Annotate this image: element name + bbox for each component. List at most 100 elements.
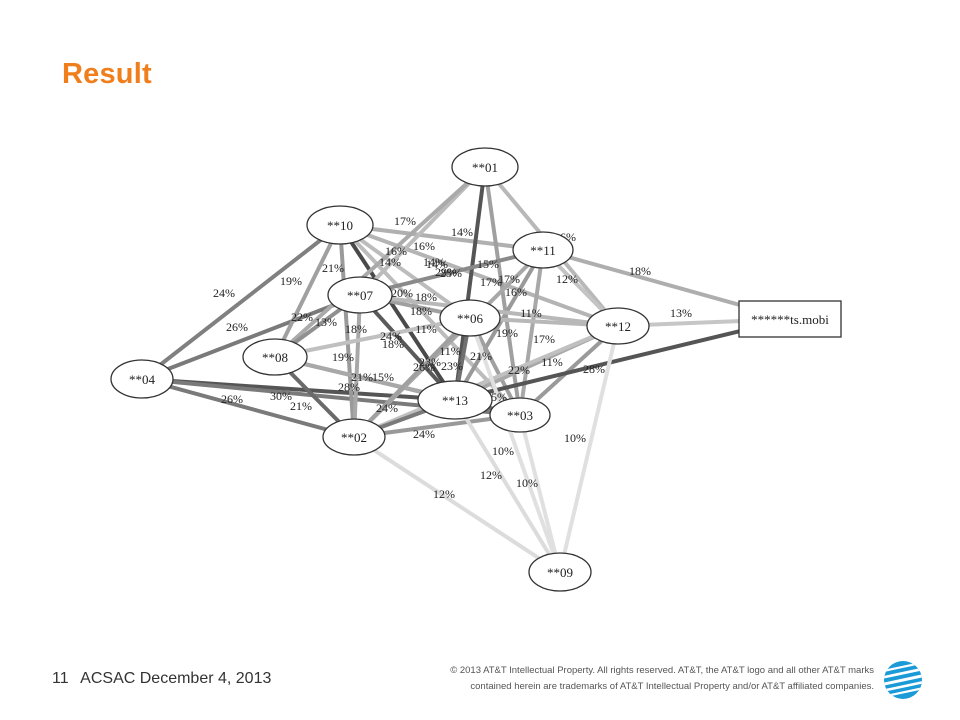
node-shape-07 — [327, 276, 393, 314]
edge-label-extra-1: 21% — [290, 399, 312, 413]
node-shape-13 — [417, 380, 493, 420]
edge-label-extra-10: 16% — [385, 244, 407, 258]
edge-04-07 — [140, 293, 362, 381]
edge-04-02 — [140, 377, 356, 439]
edge-label-12-ts: 13% — [670, 306, 692, 320]
edge-10-08 — [273, 223, 342, 359]
node-02: **02 — [322, 418, 386, 456]
edge-11-13 — [453, 248, 545, 402]
edge-label-07-12: 18% — [415, 290, 437, 304]
edge-label-extra-3: 18% — [382, 337, 404, 351]
node-shape-11 — [512, 231, 574, 269]
edge-label-10-12: 16% — [413, 239, 435, 253]
edge-label-extra-12: 15% — [477, 257, 499, 271]
edge-10-02 — [338, 223, 356, 439]
edge-06-02 — [352, 316, 472, 439]
node-shape-09 — [528, 552, 592, 592]
nodes-layer: **01 **10 **11 **07 **06 **12 ******ts.mobi **0… — [110, 147, 842, 592]
edge-label-08-13: 19% — [332, 350, 354, 364]
edge-label-09-06: 10% — [492, 444, 514, 458]
node-label-13: **13 — [442, 393, 468, 408]
node-07: **07 — [327, 276, 393, 314]
edge-label-07-08: 22% — [291, 310, 313, 324]
edge-labels-layer: 24%26%26%19%21%17%14%16%14%14%25%17%18%1… — [213, 214, 692, 501]
edge-label-extra-0: 15% — [372, 370, 394, 384]
edge-ts-13 — [453, 317, 792, 402]
edge-label-03-02: 24% — [413, 427, 435, 441]
edge-label-11-07: 25% — [440, 266, 462, 280]
edge-label-04-02: 26% — [221, 392, 243, 406]
node-label-08: **08 — [262, 350, 288, 365]
edge-label-11-02: 16% — [505, 285, 527, 299]
node-shape-04 — [110, 359, 174, 399]
node-shape-12 — [586, 307, 650, 345]
edge-label-extra-4: 21% — [470, 349, 492, 363]
edge-label-13-02: 24% — [376, 401, 398, 415]
slide-title: Result — [62, 58, 152, 90]
edge-04-10 — [140, 223, 342, 381]
node-shape-10 — [306, 205, 374, 245]
edge-label-07-02: 18% — [345, 322, 367, 336]
edge-label-10-02: 21% — [322, 261, 344, 275]
edge-09-13 — [453, 398, 562, 574]
edge-11-03 — [518, 248, 545, 417]
edge-label-07-13: 24% — [380, 329, 402, 343]
edge-label-extra-8: 11% — [439, 344, 461, 358]
node-label-10: **10 — [327, 218, 353, 233]
edge-09-12 — [558, 324, 620, 574]
edge-label-10-11: 17% — [394, 214, 416, 228]
edge-label-08-02: 30% — [270, 389, 292, 403]
node-label-09: **09 — [547, 565, 573, 580]
edge-label-09-03: 10% — [516, 476, 538, 490]
edge-10-13 — [338, 223, 457, 402]
node-13: **13 — [417, 380, 493, 420]
edge-label-extra-14: 23% — [419, 355, 441, 369]
edge-label-06-13: 11% — [415, 322, 437, 336]
edge-label-12-02: 11% — [541, 355, 563, 369]
node-shape-03 — [489, 397, 551, 433]
edge-10-11 — [338, 223, 545, 252]
node-12: **12 — [586, 307, 650, 345]
node-09: **09 — [528, 552, 592, 592]
edge-label-06-03: 19% — [496, 326, 518, 340]
node-label-ts: ******ts.mobi — [751, 312, 829, 327]
edge-label-09-02: 12% — [433, 487, 455, 501]
page-number: 11 — [52, 670, 69, 687]
edge-10-06 — [338, 223, 472, 320]
node-shape-06 — [439, 299, 501, 337]
node-06: **06 — [439, 299, 501, 337]
edge-label-12-13: 17% — [533, 332, 555, 346]
edge-label-10-06: 14% — [379, 255, 401, 269]
edge-11-07 — [358, 248, 545, 297]
node-08: **08 — [242, 338, 308, 376]
edge-label-11-ts: 18% — [629, 264, 651, 278]
node-11: **11 — [512, 231, 574, 269]
edge-label-extra-11: 17% — [498, 272, 520, 286]
edge-09-03 — [518, 413, 562, 574]
edge-label-10-03: 14% — [426, 257, 448, 271]
legal-line-1: © 2013 AT&T Intellectual Property. All r… — [450, 665, 874, 676]
edge-08-06 — [273, 316, 472, 359]
node-shape-02 — [322, 418, 386, 456]
edge-01-08 — [273, 165, 487, 359]
edge-label-ts-13: 28% — [583, 362, 605, 376]
edge-07-02 — [352, 293, 362, 439]
edge-label-extra-5: 23% — [441, 359, 463, 373]
edge-09-02 — [352, 435, 562, 574]
edge-label-04-10: 24% — [213, 286, 235, 300]
edge-label-11-12: 12% — [556, 272, 578, 286]
edge-label-extra-9: 14% — [423, 255, 445, 269]
node-03: **03 — [489, 397, 551, 433]
node-label-01: **01 — [472, 160, 498, 175]
att-globe-logo-icon — [884, 661, 922, 699]
node-label-03: **03 — [507, 408, 533, 423]
edge-label-extra-15: 21% — [351, 370, 373, 384]
slide-footer: 11 ACSAC December 4, 2013 — [52, 670, 271, 688]
edge-label-08-06: 13% — [315, 315, 337, 329]
node-ts: ******ts.mobi — [738, 300, 842, 338]
footer-date: ACSAC December 4, 2013 — [80, 670, 272, 687]
edge-label-09-12: 10% — [564, 431, 586, 445]
edge-01-13 — [453, 165, 487, 402]
node-01: **01 — [451, 147, 519, 187]
